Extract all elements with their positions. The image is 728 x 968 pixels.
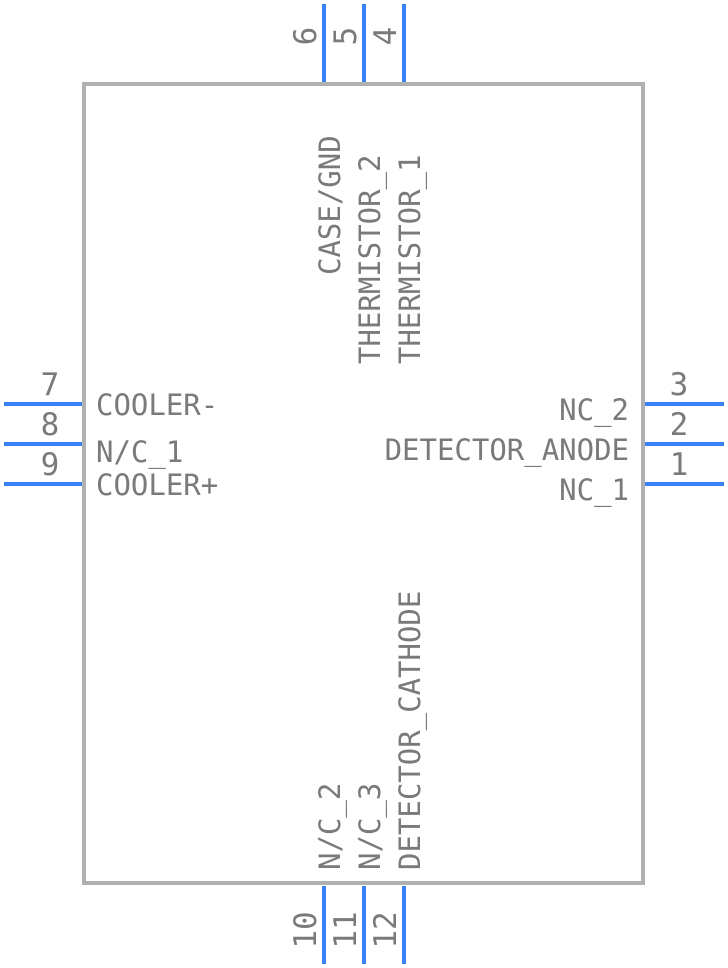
- pin-7-number: 7: [41, 367, 60, 403]
- pin-3-name: NC_2: [559, 393, 629, 428]
- pin-2-number: 2: [670, 407, 689, 443]
- pin-1-number: 1: [670, 447, 689, 483]
- pin-3-number: 3: [670, 367, 689, 403]
- pin-10-number: 10: [288, 911, 324, 948]
- pin-9-name: COOLER+: [96, 468, 218, 502]
- pin-8-name: N/C_1: [96, 435, 183, 470]
- pin-9-number: 9: [41, 447, 60, 483]
- pin-5-name: THERMISTOR_2: [353, 154, 388, 364]
- pin-10-name: N/C_2: [313, 783, 348, 870]
- pin-5-number: 5: [328, 27, 364, 46]
- pin-1-name: NC_1: [559, 473, 629, 508]
- pin-4-number: 4: [368, 27, 404, 46]
- pin-8-number: 8: [41, 407, 60, 443]
- pin-6-number: 6: [288, 27, 324, 46]
- component-body: [82, 82, 645, 885]
- pin-4-name: THERMISTOR_1: [393, 154, 428, 364]
- pin-12-number: 12: [368, 911, 404, 948]
- pin-7-name: COOLER-: [96, 388, 218, 422]
- pin-2-name: DETECTOR_ANODE: [385, 433, 629, 468]
- pin-11-number: 11: [328, 911, 364, 948]
- pin-12-name: DETECTOR_CATHODE: [393, 591, 428, 870]
- pin-11-name: N/C_3: [353, 783, 388, 870]
- pin-6-name: CASE/GND: [313, 135, 347, 275]
